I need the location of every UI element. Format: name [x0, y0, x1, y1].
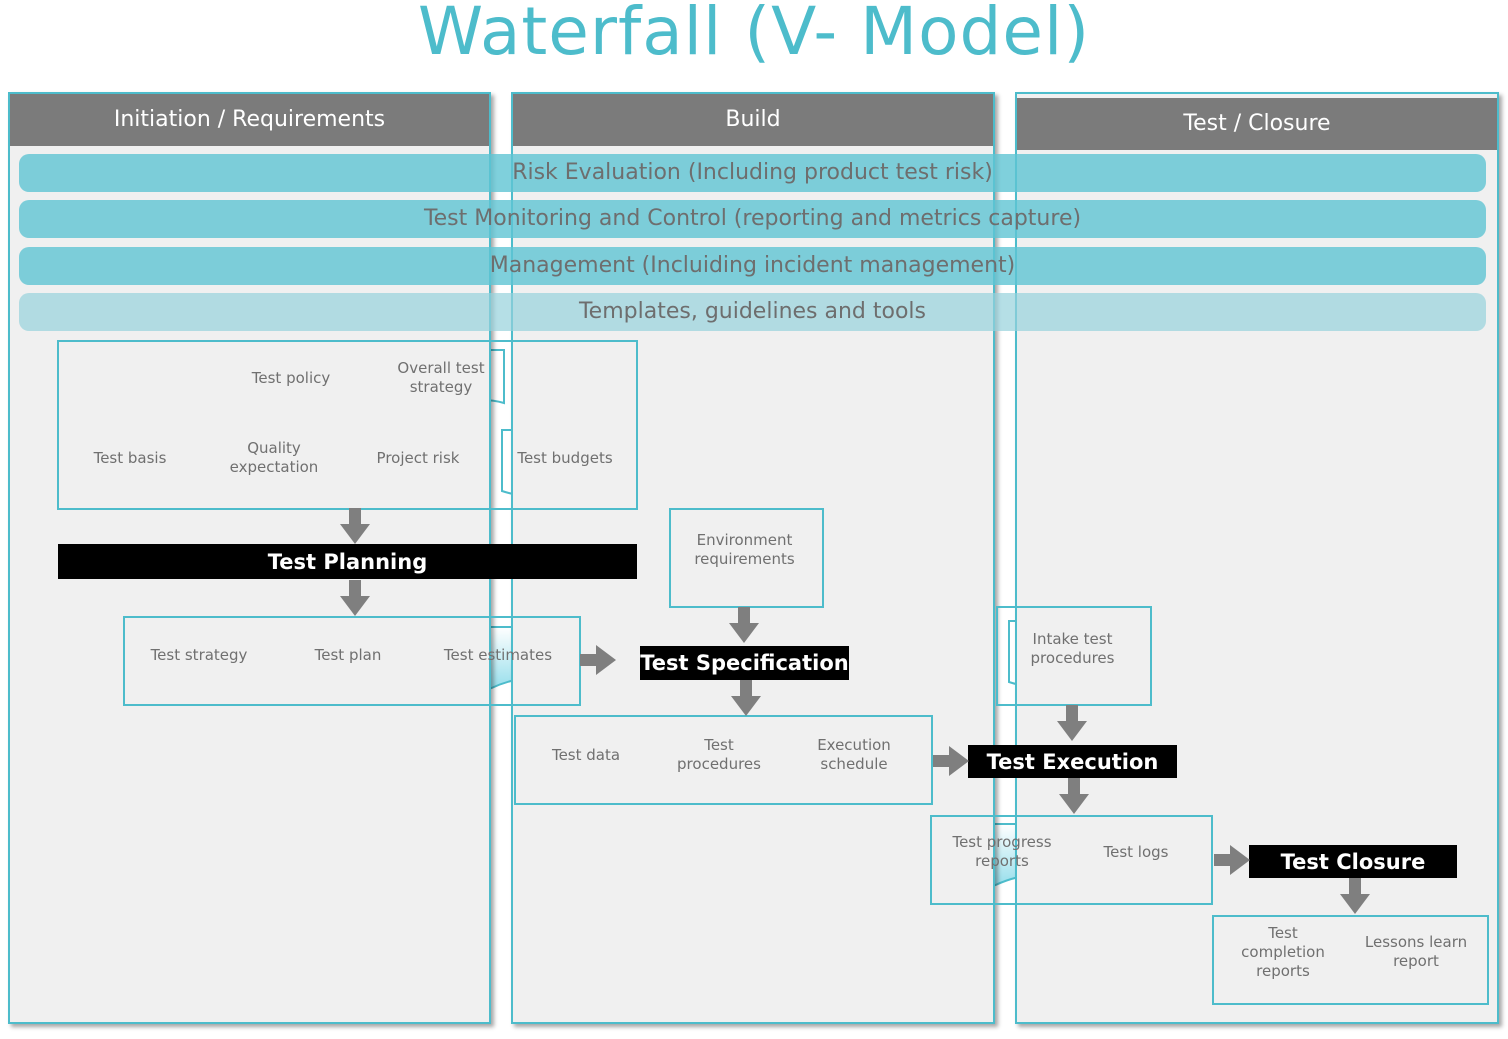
doc-execution-schedule: Execution schedule — [790, 726, 918, 798]
band-management: Management (Incluiding incident manageme… — [19, 247, 1486, 285]
specification-outputs-group — [514, 715, 933, 805]
column-header-build: Build — [513, 94, 993, 146]
doc-label: Execution schedule — [817, 736, 891, 773]
doc-quality-expectation: Quality expectation — [210, 429, 338, 501]
process-test-specification: Test Specification — [640, 646, 849, 680]
doc-test-policy: Test policy — [227, 349, 355, 421]
process-test-planning: Test Planning — [58, 544, 637, 579]
process-test-execution: Test Execution — [968, 745, 1177, 778]
doc-test-budgets: Test budgets — [501, 429, 629, 501]
doc-lessons-learn-report: Lessons learn report — [1352, 923, 1480, 995]
arrow-right-icon — [1214, 845, 1250, 875]
doc-label: Environment requirements — [694, 531, 795, 568]
doc-label: Test strategy — [150, 645, 248, 664]
arrow-down-icon — [1340, 878, 1370, 914]
doc-label: Test policy — [251, 368, 331, 387]
doc-label: Test procedures — [677, 736, 761, 773]
arrow-down-icon — [1057, 705, 1087, 741]
arrow-down-icon — [1059, 778, 1089, 814]
arrow-right-icon — [933, 746, 969, 776]
arrow-down-icon — [340, 508, 370, 544]
doc-test-plan: Test plan — [284, 626, 412, 698]
diagram-title: Waterfall (V- Model) — [417, 0, 1091, 70]
doc-label: Overall test strategy — [397, 359, 485, 396]
doc-label: Test completion reports — [1241, 923, 1325, 980]
process-test-closure: Test Closure — [1249, 845, 1457, 878]
arrow-right-icon — [580, 645, 616, 675]
doc-test-basis: Test basis — [66, 429, 194, 501]
column-header-initiation: Initiation / Requirements — [10, 94, 489, 146]
doc-label: Lessons learn report — [1364, 933, 1468, 970]
input-documents-group — [57, 340, 638, 510]
doc-label: Test plan — [314, 645, 382, 664]
band-risk-evaluation: Risk Evaluation (Including product test … — [19, 154, 1486, 192]
execution-outputs-group — [930, 815, 1213, 905]
doc-label: Test data — [551, 745, 621, 764]
band-templates: Templates, guidelines and tools — [19, 293, 1486, 331]
doc-test-progress-reports: Test progress reports — [938, 823, 1066, 895]
doc-label: Test progress reports — [952, 833, 1052, 870]
doc-test-procedures: Test procedures — [655, 726, 783, 798]
doc-project-risk: Project risk — [354, 429, 482, 501]
doc-environment-requirements: Environment requirements — [680, 521, 809, 593]
arrow-down-icon — [340, 580, 370, 616]
doc-label: Intake test procedures — [1030, 630, 1115, 667]
doc-test-strategy: Test strategy — [135, 626, 263, 698]
column-header-test-closure: Test / Closure — [1017, 98, 1497, 150]
doc-intake-test-procedures: Intake test procedures — [1008, 620, 1137, 692]
doc-label: Test logs — [1103, 842, 1169, 861]
doc-test-logs: Test logs — [1072, 823, 1200, 895]
arrow-down-icon — [729, 607, 759, 643]
doc-label: Test basis — [93, 448, 167, 467]
arrow-down-icon — [731, 680, 761, 716]
doc-label: Project risk — [376, 448, 460, 467]
closure-outputs-group — [1212, 915, 1489, 1005]
doc-overall-test-strategy: Overall test strategy — [377, 349, 505, 421]
doc-label: Quality expectation — [229, 439, 319, 476]
doc-label: Test estimates — [443, 645, 553, 664]
doc-test-data: Test data — [522, 726, 650, 798]
doc-test-completion-reports: Test completion reports — [1219, 923, 1347, 995]
band-monitoring-control: Test Monitoring and Control (reporting a… — [19, 200, 1486, 238]
doc-test-estimates: Test estimates — [434, 626, 562, 698]
doc-label: Test budgets — [517, 448, 613, 467]
